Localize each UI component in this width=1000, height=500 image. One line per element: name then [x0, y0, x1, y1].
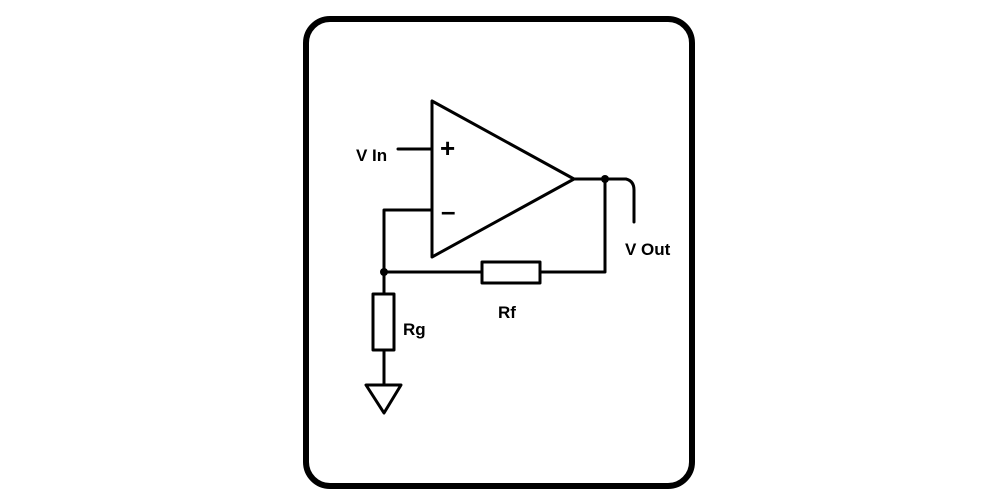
vin-label: V In: [356, 146, 387, 165]
feedback-wire-right: [538, 177, 607, 274]
vout-label: V Out: [625, 240, 671, 259]
inverting-sign: –: [441, 196, 455, 226]
ground-icon: [364, 383, 403, 415]
opamp-triangle: [430, 99, 576, 259]
card-frame: [303, 16, 695, 489]
rg-label: Rg: [403, 320, 426, 339]
rf-label: Rf: [498, 303, 516, 322]
output-node: [601, 175, 609, 183]
noninverting-sign: +: [440, 133, 455, 163]
vout-lead: [603, 177, 636, 224]
inverting-input-wire: [382, 208, 434, 274]
